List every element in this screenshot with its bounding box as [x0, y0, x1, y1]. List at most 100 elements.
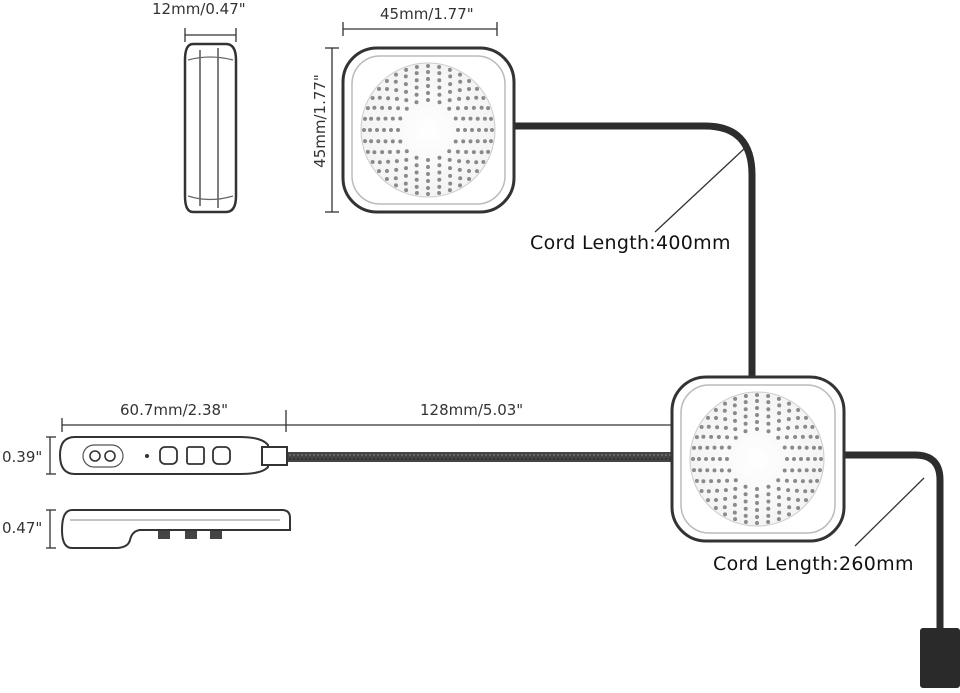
grille-hole — [733, 517, 738, 522]
grille-hole — [398, 139, 403, 144]
grille-hole — [414, 65, 419, 69]
grille-hole — [786, 417, 791, 422]
grille-hole — [461, 139, 466, 144]
grille-hole — [787, 401, 791, 406]
grille-hole — [394, 88, 399, 93]
grille-hole — [467, 169, 471, 173]
grille-hole — [447, 67, 452, 72]
grille-hole — [479, 105, 484, 110]
grille-hole — [414, 71, 419, 76]
grille-hole — [426, 158, 430, 162]
grille-hole — [712, 468, 717, 473]
grille-hole — [437, 100, 442, 105]
grille-hole — [390, 116, 395, 121]
grille-hole — [755, 515, 759, 519]
lower-speaker — [670, 375, 846, 543]
grille-hole — [766, 484, 771, 489]
grille-hole — [777, 403, 782, 408]
grille-hole — [461, 116, 466, 121]
grille-hole — [463, 128, 467, 132]
speaker-height-label: 45mm/1.77" — [311, 74, 329, 168]
grille-hole — [732, 510, 737, 515]
grille-hole — [385, 87, 389, 91]
grille-hole — [723, 488, 728, 493]
grille-hole — [369, 116, 374, 121]
grille-hole — [692, 468, 696, 473]
grille-hole — [426, 98, 430, 102]
grille-hole — [819, 457, 823, 461]
grille-hole — [743, 492, 748, 497]
grille-hole — [803, 489, 808, 494]
grille-hole — [766, 499, 771, 504]
grille-hole — [467, 177, 472, 181]
grille-hole — [481, 160, 486, 164]
grille-hole — [376, 139, 381, 144]
grille-hole — [475, 139, 480, 144]
grille-hole — [414, 85, 419, 90]
grille-hole — [776, 478, 781, 483]
grille-hole — [712, 445, 717, 450]
upper-cord-length-label: Cord Length:400mm — [530, 232, 731, 254]
grille-hole — [804, 445, 809, 450]
grille-hole — [755, 487, 759, 491]
grille-hole — [733, 478, 738, 483]
grille-hole — [383, 116, 388, 121]
button-3-icon — [212, 446, 231, 465]
grille-hole — [403, 82, 408, 87]
grille-hole — [786, 488, 791, 493]
lower-cord — [838, 451, 960, 688]
grille-hole — [719, 445, 724, 450]
grille-hole — [394, 96, 399, 101]
grille-hole — [484, 128, 488, 132]
grille-hole — [727, 468, 732, 473]
grille-hole — [448, 74, 453, 79]
grille-hole — [818, 445, 822, 450]
grille-hole — [786, 425, 791, 430]
grille-hole — [694, 435, 699, 440]
grille-hole — [743, 429, 748, 434]
grille-hole — [404, 67, 409, 72]
grille-hole — [796, 506, 801, 510]
grille-hole — [743, 513, 748, 518]
grille-hole — [796, 408, 801, 412]
grille-hole — [719, 468, 724, 473]
grille-hole — [743, 394, 748, 398]
grille-hole — [414, 92, 419, 97]
grille-hole — [447, 188, 452, 193]
grille-hole — [437, 92, 442, 97]
grille-hole — [437, 177, 442, 182]
grille-hole — [437, 65, 442, 69]
grille-hole — [755, 427, 759, 431]
grille-hole — [800, 479, 805, 484]
grille-hole — [475, 86, 479, 91]
grille-hole — [414, 78, 419, 83]
grille-hole — [382, 128, 386, 132]
grille-hole — [743, 499, 748, 504]
grille-hole — [489, 139, 493, 144]
grille-hole — [697, 457, 701, 461]
grille-hole — [797, 445, 802, 450]
grille-hole — [743, 400, 748, 405]
grille-hole — [486, 106, 491, 111]
grille-hole — [804, 468, 809, 473]
grille-hole — [390, 139, 395, 144]
grille-hole — [743, 421, 748, 426]
grille-hole — [715, 488, 720, 493]
grille-hole — [815, 435, 820, 440]
grille-hole — [776, 427, 781, 432]
grille-hole — [743, 484, 748, 489]
grille-hole — [743, 506, 748, 511]
grille-hole — [457, 96, 462, 101]
grille-hole — [790, 468, 795, 473]
grille-hole — [755, 501, 759, 505]
grille-hole — [404, 89, 408, 94]
grille-hole — [479, 150, 484, 155]
grille-hole — [377, 169, 381, 174]
grille-hole — [396, 128, 400, 132]
grille-hole — [457, 159, 462, 164]
grille-hole — [766, 400, 771, 405]
grille-hole — [437, 155, 442, 160]
grille-hole — [465, 96, 470, 101]
grille-hole — [363, 139, 367, 144]
grille-hole — [394, 167, 399, 172]
